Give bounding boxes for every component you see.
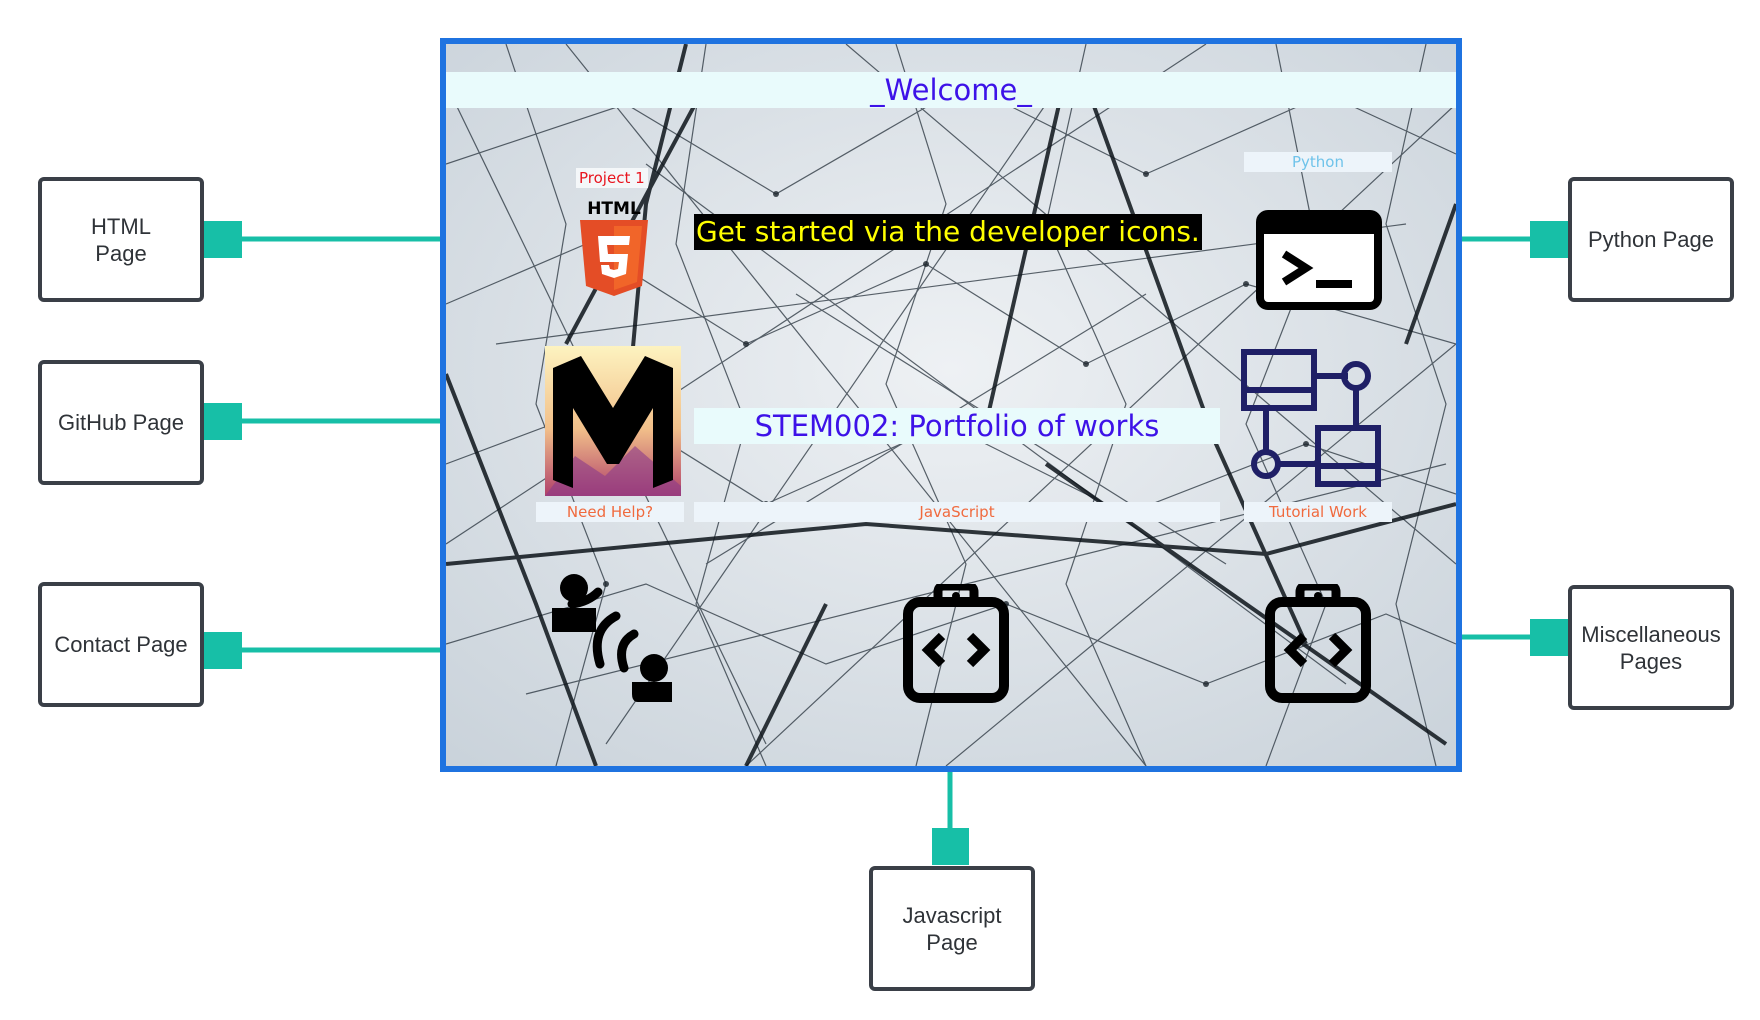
network-topology-icon[interactable] xyxy=(1238,346,1382,492)
html5-label: HTML xyxy=(587,199,641,219)
support-agent-icon[interactable] xyxy=(550,572,680,702)
website-screenshot: _Welcome_ Project 1 HTML Get started via… xyxy=(440,38,1462,772)
connector-tab-misc xyxy=(1530,619,1568,656)
project-label: Project 1 xyxy=(576,168,648,188)
need-help-label: Need Help? xyxy=(536,502,684,522)
medium-m-logo-icon[interactable] xyxy=(545,346,681,496)
portfolio-title-band: STEM002: Portfolio of works xyxy=(694,408,1220,444)
connector-tab-github xyxy=(204,403,242,440)
tutorial-work-label: Tutorial Work xyxy=(1244,502,1392,522)
javascript-page-node[interactable]: Javascript Page xyxy=(869,866,1035,991)
connector-tab-python xyxy=(1530,221,1568,258)
code-clipboard-icon-tutorial[interactable] xyxy=(1264,584,1372,704)
welcome-banner: _Welcome_ xyxy=(446,72,1456,108)
get-started-headline: Get started via the developer icons. xyxy=(694,214,1202,250)
javascript-label: JavaScript xyxy=(694,502,1220,522)
python-page-node[interactable]: Python Page xyxy=(1568,177,1734,302)
misc-pages-node[interactable]: Miscellaneous Pages xyxy=(1568,585,1734,710)
html5-shield-icon[interactable]: HTML xyxy=(574,196,654,300)
html-page-node[interactable]: HTML Page xyxy=(38,177,204,302)
welcome-text: _Welcome_ xyxy=(870,73,1032,107)
python-label: Python xyxy=(1244,152,1392,172)
github-page-node[interactable]: GitHub Page xyxy=(38,360,204,485)
connector-tab-html xyxy=(204,221,242,258)
connector-tab-javascript xyxy=(932,828,969,865)
terminal-prompt-icon[interactable] xyxy=(1256,210,1382,310)
portfolio-title: STEM002: Portfolio of works xyxy=(754,409,1160,443)
contact-page-node[interactable]: Contact Page xyxy=(38,582,204,707)
code-clipboard-icon-javascript[interactable] xyxy=(902,584,1010,704)
connector-tab-contact xyxy=(204,632,242,669)
